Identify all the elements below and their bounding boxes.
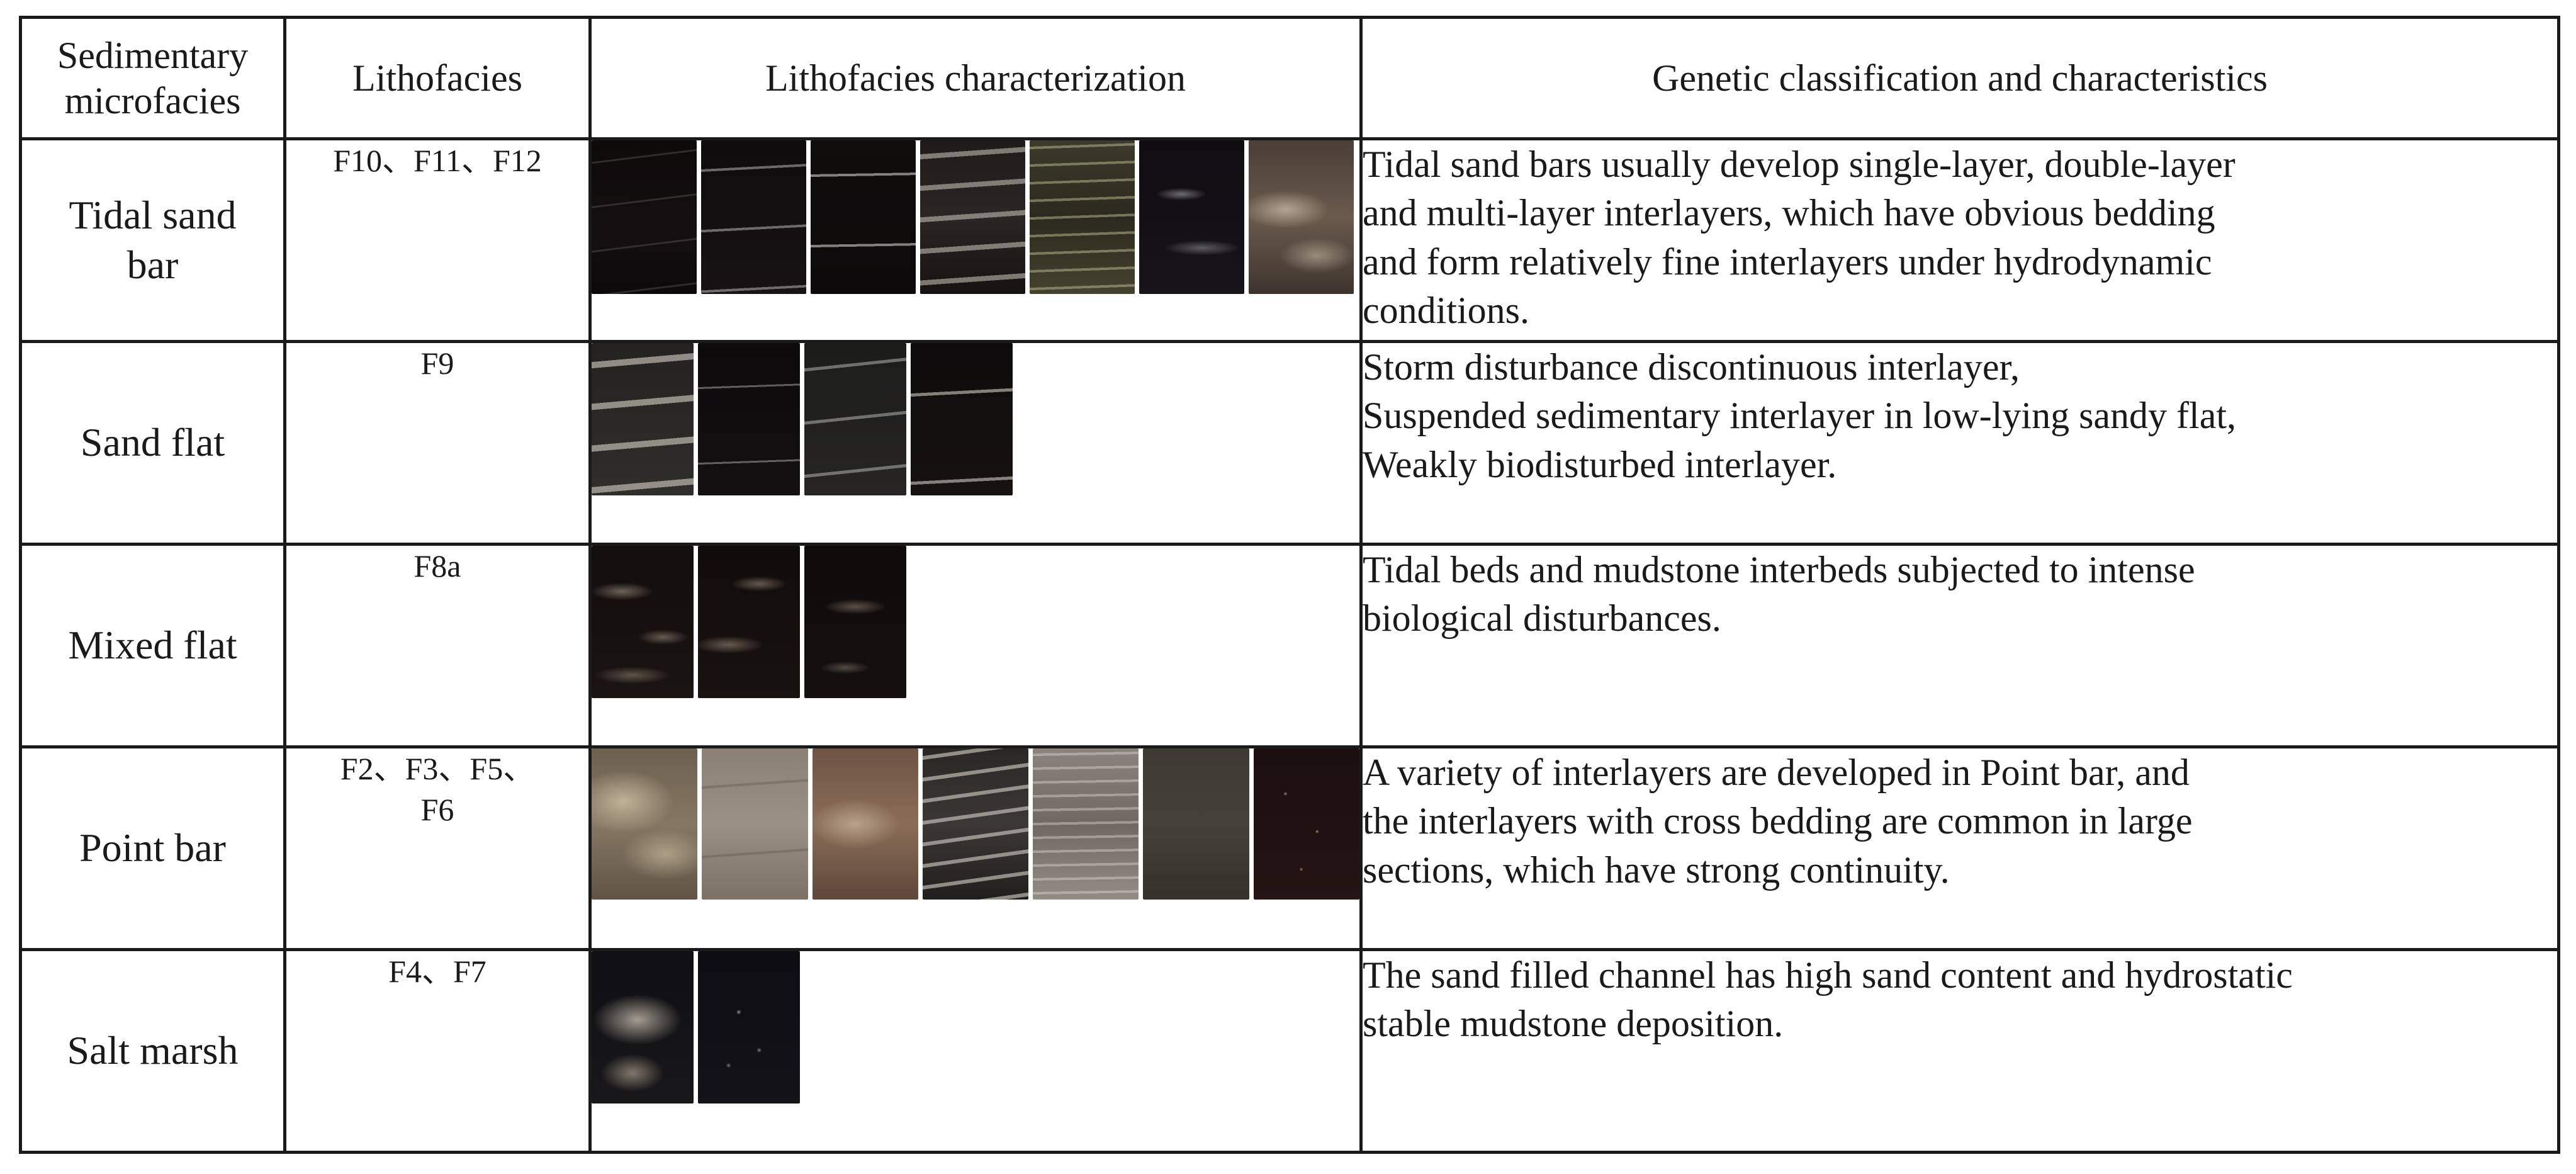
table-row: Sand flat F9 Storm disturbance discontin… xyxy=(19,340,2560,546)
genetic-line: and form relatively fine interlayers und… xyxy=(1363,240,2212,283)
lithofacies-line: F8a xyxy=(413,548,461,584)
genetic-line: and multi-layer interlayers, which have … xyxy=(1363,192,2215,234)
genetic-cell: Tidal sand bars usually develop single-l… xyxy=(1359,137,2560,343)
microfacies-line: Sand flat xyxy=(80,420,225,465)
header-lithofacies-characterization: Lithofacies characterization xyxy=(588,16,1363,140)
lithofacies-line: F10、F11、F12 xyxy=(333,143,542,178)
core-photo xyxy=(593,547,694,698)
genetic-line: Weakly biodisturbed interlayer. xyxy=(1363,443,1837,485)
microfacies-cell: Tidal sand bar xyxy=(19,137,286,343)
microfacies-line: Mixed flat xyxy=(68,623,237,668)
core-image-strip xyxy=(593,547,1358,698)
header-line: Lithofacies characterization xyxy=(765,57,1186,99)
core-photo xyxy=(920,142,1025,294)
core-photo xyxy=(812,750,918,900)
microfacies-line: Point bar xyxy=(79,825,226,871)
genetic-line: sections, which have strong continuity. xyxy=(1363,849,1950,891)
genetic-line: Storm disturbance discontinuous interlay… xyxy=(1363,346,2020,388)
core-photo xyxy=(702,750,808,900)
core-photo xyxy=(1033,750,1139,900)
core-photo xyxy=(922,750,1029,900)
table-row: Point bar F2、F3、F5、 F6 A variety of inte… xyxy=(19,745,2560,951)
microfacies-cell: Sand flat xyxy=(19,340,286,546)
core-image-strip xyxy=(593,344,1358,495)
header-row: Sedimentary microfacies Lithofacies Lith… xyxy=(19,16,2560,140)
core-photo xyxy=(804,344,906,495)
microfacies-cell: Salt marsh xyxy=(19,948,286,1154)
genetic-line: biological disturbances. xyxy=(1363,597,1721,640)
core-photo xyxy=(811,142,916,294)
microfacies-line: bar xyxy=(127,242,179,287)
core-photo xyxy=(1253,750,1358,900)
genetic-cell: Storm disturbance discontinuous interlay… xyxy=(1359,340,2560,546)
microfacies-line: Tidal sand xyxy=(69,193,237,238)
genetic-cell: The sand filled channel has high sand co… xyxy=(1359,948,2560,1154)
lithofacies-line: F4、F7 xyxy=(388,954,487,989)
genetic-line: The sand filled channel has high sand co… xyxy=(1363,954,2293,996)
core-image-strip xyxy=(593,142,1358,294)
header-line: microfacies xyxy=(64,80,241,121)
lithofacies-cell: F4、F7 xyxy=(283,948,592,1154)
core-photo xyxy=(911,344,1013,495)
core-photo xyxy=(1030,142,1135,294)
lithofacies-line: F2、F3、F5、 xyxy=(340,751,535,786)
core-photo xyxy=(1143,750,1249,900)
core-photo xyxy=(698,344,800,495)
header-genetic-classification: Genetic classification and characteristi… xyxy=(1359,16,2560,140)
core-photo xyxy=(1249,142,1354,294)
microfacies-line: Salt marsh xyxy=(67,1028,239,1073)
core-photo xyxy=(593,142,697,294)
core-photo xyxy=(1139,142,1244,294)
core-photo xyxy=(593,952,694,1103)
core-image-cell xyxy=(588,543,1363,748)
genetic-cell: Tidal beds and mudstone interbeds subjec… xyxy=(1359,543,2560,748)
header-lithofacies: Lithofacies xyxy=(283,16,592,140)
core-photo xyxy=(593,750,698,900)
genetic-line: conditions. xyxy=(1363,290,1530,332)
table-row: Tidal sand bar F10、F11、F12 Tidal sand ba… xyxy=(19,137,2560,343)
core-photo xyxy=(701,142,806,294)
core-image-cell xyxy=(588,745,1363,951)
core-image-strip xyxy=(593,952,1358,1103)
core-image-cell xyxy=(588,948,1363,1154)
lithofacies-cell: F8a xyxy=(283,543,592,748)
lithofacies-cell: F9 xyxy=(283,340,592,546)
core-image-cell xyxy=(588,137,1363,343)
lithofacies-line: F6 xyxy=(420,792,454,827)
table-row: Salt marsh F4、F7 The sand filled channel… xyxy=(19,948,2560,1154)
table-row: Mixed flat F8a Tidal beds and mudstone i… xyxy=(19,543,2560,748)
genetic-line: Suspended sedimentary interlayer in low-… xyxy=(1363,395,2237,437)
genetic-line: Tidal sand bars usually develop single-l… xyxy=(1363,144,2236,185)
lithofacies-table: Sedimentary microfacies Lithofacies Lith… xyxy=(19,16,2560,1154)
header-line: Genetic classification and characteristi… xyxy=(1652,57,2268,99)
core-image-strip xyxy=(593,750,1358,900)
core-image-cell xyxy=(588,340,1363,546)
genetic-line: the interlayers with cross bedding are c… xyxy=(1363,800,2193,842)
lithofacies-cell: F2、F3、F5、 F6 xyxy=(283,745,592,951)
header-line: Sedimentary xyxy=(57,35,249,76)
lithofacies-cell: F10、F11、F12 xyxy=(283,137,592,343)
core-photo xyxy=(698,547,800,698)
genetic-line: A variety of interlayers are developed i… xyxy=(1363,752,2190,793)
lithofacies-line: F9 xyxy=(420,346,454,381)
genetic-line: Tidal beds and mudstone interbeds subjec… xyxy=(1363,549,2195,590)
core-photo xyxy=(593,344,694,495)
header-sedimentary-microfacies: Sedimentary microfacies xyxy=(19,16,286,140)
genetic-cell: A variety of interlayers are developed i… xyxy=(1359,745,2560,951)
microfacies-cell: Point bar xyxy=(19,745,286,951)
core-photo xyxy=(804,547,906,698)
core-photo xyxy=(698,952,800,1103)
genetic-line: stable mudstone deposition. xyxy=(1363,1003,1784,1045)
header-line: Lithofacies xyxy=(352,57,522,99)
microfacies-cell: Mixed flat xyxy=(19,543,286,748)
